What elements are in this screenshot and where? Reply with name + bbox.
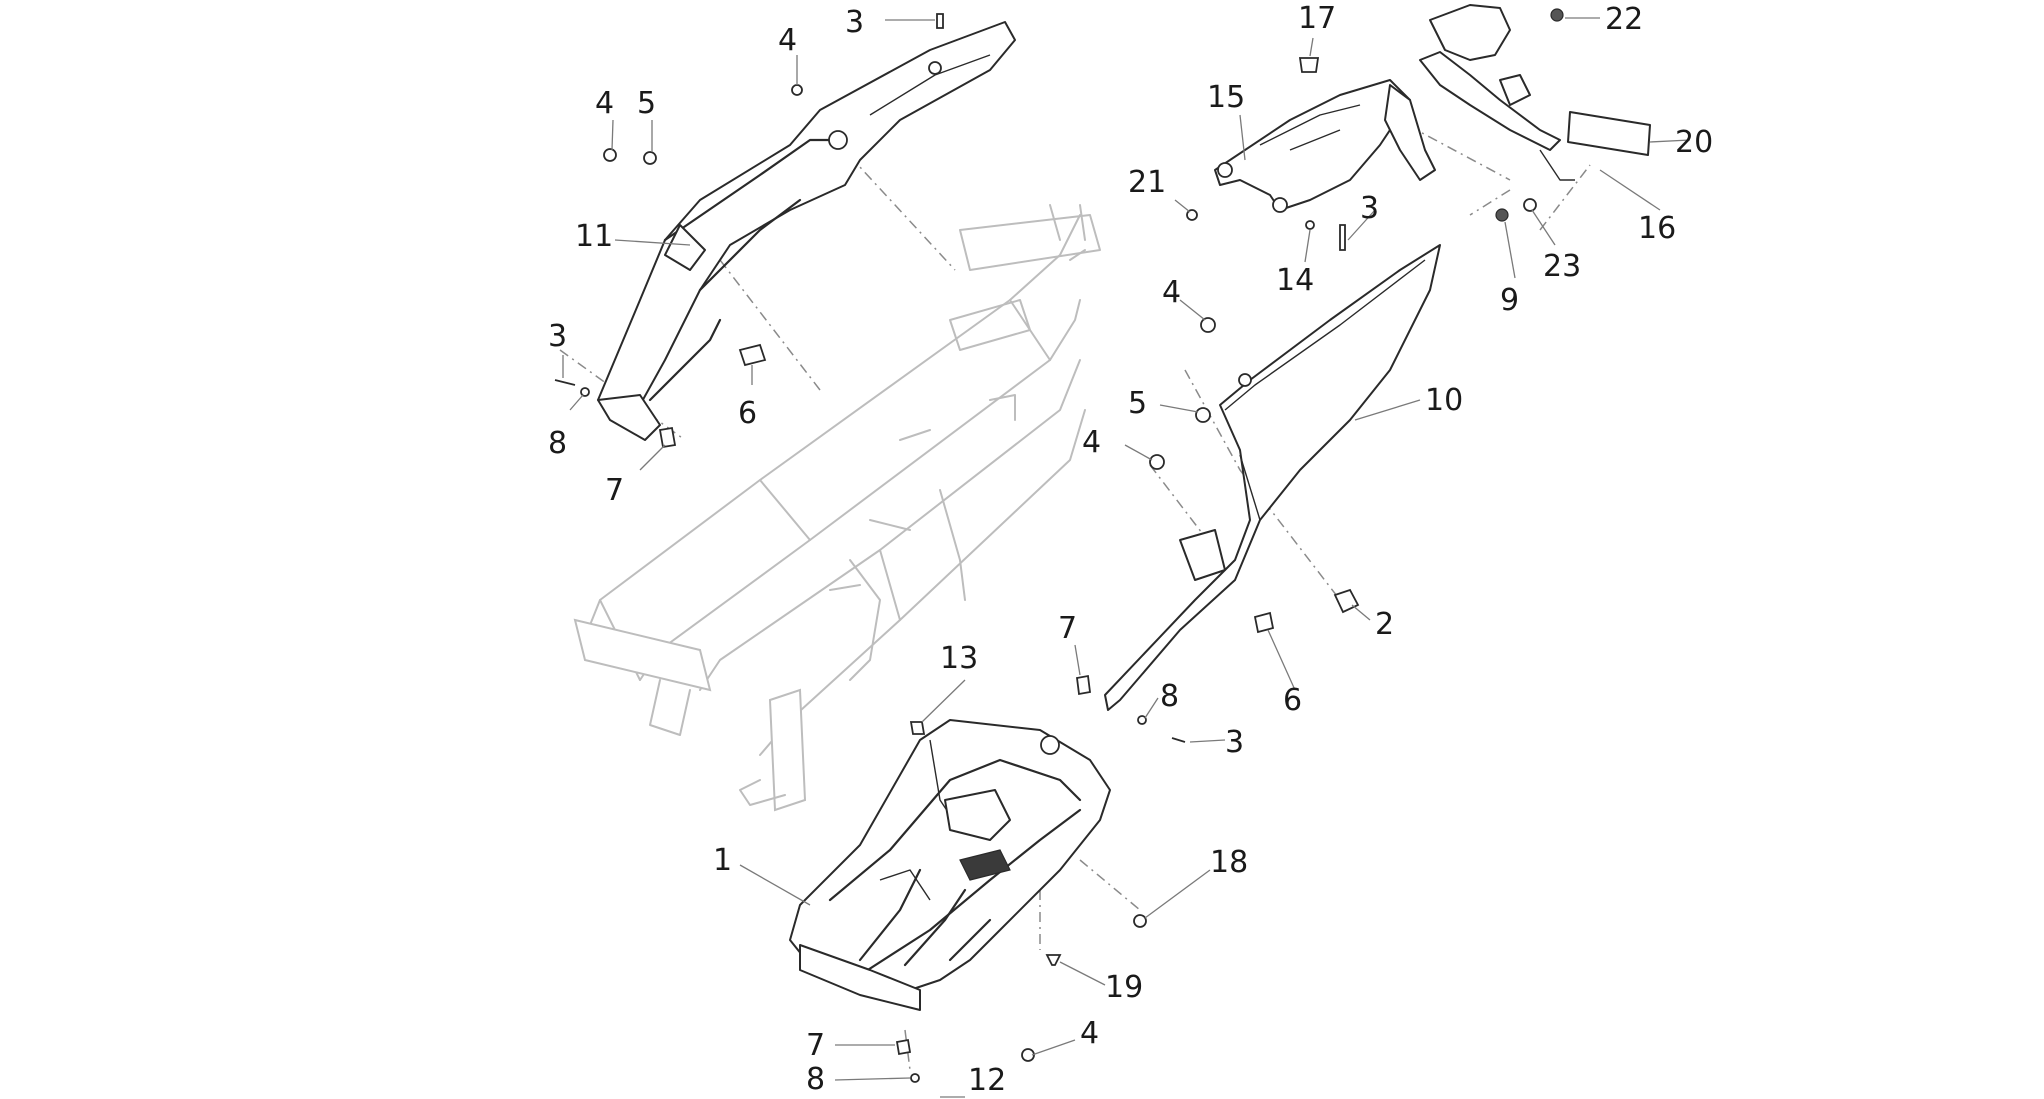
callout-3-right: 3 [1225,725,1244,760]
callout-15: 15 [1207,80,1245,115]
callout-7-left: 7 [605,473,624,508]
callout-4-lower-mid: 4 [1082,425,1101,460]
callout-22: 22 [1605,2,1643,37]
callout-3-center: 3 [1360,191,1379,226]
left-side-fairing [597,21,1016,441]
hardware [554,8,1564,1083]
callout-13: 13 [940,641,978,676]
callout-8-bottom: 8 [806,1062,825,1097]
callout-23: 23 [1543,249,1581,284]
callout-4-left: 4 [595,86,614,121]
license-plate-holder [1419,4,1651,181]
callout-6-left: 6 [738,396,757,431]
right-side-fairing [1104,244,1441,711]
callout-9: 9 [1500,283,1519,318]
tail-bracket [1214,79,1436,213]
callout-6-right: 6 [1283,683,1302,718]
callout-7-bottom: 7 [806,1028,825,1063]
callout-3-top: 3 [845,5,864,40]
callout-10: 10 [1425,383,1463,418]
callout-3-left: 3 [548,319,567,354]
callout-11: 11 [575,219,613,254]
callout-20: 20 [1675,125,1713,160]
callout-21: 21 [1128,165,1166,200]
callout-16: 16 [1638,211,1676,246]
under-seat-tray [789,719,1111,1011]
callout-5-left: 5 [637,86,656,121]
callout-2: 2 [1375,607,1394,642]
leader-lines [562,17,1691,1098]
callout-19: 19 [1105,970,1143,1005]
callout-18: 18 [1210,845,1248,880]
callout-labels: 3 4 4 5 11 3 8 6 7 17 22 15 20 21 3 14 1… [548,1,1713,1098]
callout-5-mid: 5 [1128,386,1147,421]
callout-4-mid: 4 [1162,275,1181,310]
callout-8-left: 8 [548,426,567,461]
callout-7-right: 7 [1058,611,1077,646]
callout-1: 1 [713,843,732,878]
callout-12: 12 [968,1063,1006,1098]
callout-17: 17 [1298,1,1336,36]
callout-4-top: 4 [778,23,797,58]
rear-subframe [573,204,1101,812]
callout-4-bottom: 4 [1080,1016,1099,1051]
callout-8-right: 8 [1160,679,1179,714]
callout-14: 14 [1276,263,1314,298]
